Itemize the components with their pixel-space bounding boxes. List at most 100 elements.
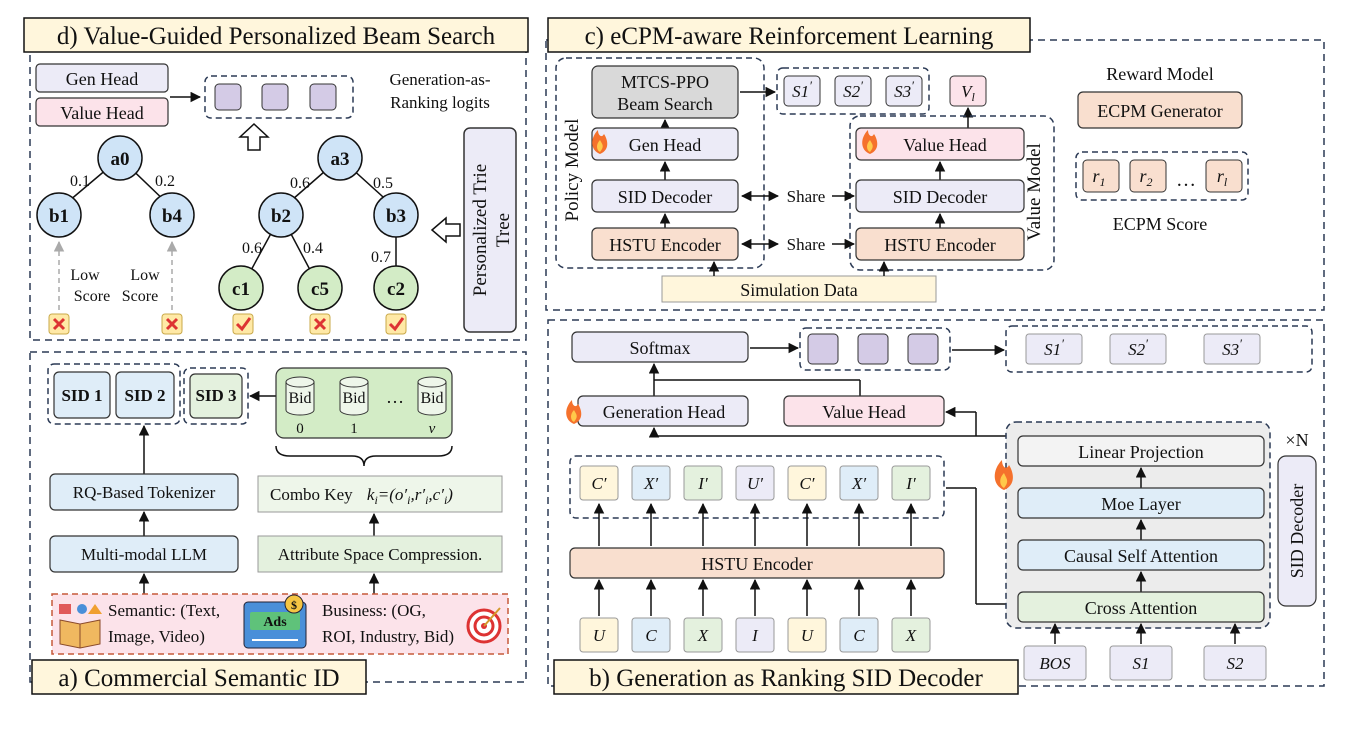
gen-head-label-c: Gen Head <box>629 135 701 155</box>
fire-icon <box>566 400 582 424</box>
trie-box <box>463 127 517 333</box>
svg-text:S1′: S1′ <box>792 78 812 101</box>
query-s1-box <box>1109 645 1173 681</box>
ads-icon-label: Ads <box>263 615 287 630</box>
bid-dots: … <box>386 387 404 407</box>
node-b3 <box>373 192 419 238</box>
times-n-label: ×N <box>1285 430 1308 450</box>
sid12-group <box>47 363 181 425</box>
node-b3-label: b3 <box>386 206 406 227</box>
edge-a3-b2: 0.6 <box>290 175 310 192</box>
bid-index-1: 1 <box>350 421 358 437</box>
v-l-label: Vl <box>961 82 975 104</box>
bid-cylinder-v: Bid <box>417 376 447 416</box>
sid-decoder-side-label: SID Decoder <box>1287 484 1307 578</box>
fire-icon <box>592 130 608 154</box>
panel-a-title: a) Commercial Semantic ID <box>58 665 339 692</box>
token-output-label: C′ <box>799 474 814 493</box>
node-a3-label: a3 <box>331 149 350 170</box>
hstu-right-label: HSTU Encoder <box>884 235 995 255</box>
rq-tokenizer-box <box>49 473 239 511</box>
rq-tokenizer-label: RQ-Based Tokenizer <box>73 483 216 502</box>
mtcs-label-2: Beam Search <box>617 94 712 114</box>
ecpm-generator-box <box>1077 91 1243 129</box>
token-output-label: X′ <box>643 474 658 493</box>
left-hollow-arrow <box>430 216 461 244</box>
token-input-3: I <box>735 617 775 653</box>
softmax-out-1 <box>807 333 839 365</box>
panel-d: d) Value-Guided Personalized Beam Search… <box>23 17 529 341</box>
logit-square-1 <box>214 83 242 111</box>
semantic-label-1: Semantic: (Text, <box>108 601 220 620</box>
panel-c-title-box <box>547 17 1031 53</box>
ecpm-score-label: ECPM Score <box>1113 214 1208 234</box>
token-output-5: X′ <box>839 465 879 501</box>
token-output-label: C′ <box>591 474 606 493</box>
token-output-6: I′ <box>891 465 931 501</box>
low-score-2b: Score <box>122 288 158 305</box>
svg-text:rl: rl <box>1217 166 1228 189</box>
token-input-label: U <box>593 626 607 645</box>
token-input-1: C <box>631 617 671 653</box>
hstu-b-box <box>569 547 945 579</box>
sid-output-s1: S1′ <box>1025 333 1083 365</box>
node-a0 <box>97 135 143 181</box>
compression-box <box>257 535 503 573</box>
check-icon <box>385 313 407 335</box>
low-score-2a: Low <box>130 267 160 284</box>
token-input-label: I <box>751 626 759 645</box>
token-input-label: U <box>801 626 815 645</box>
reward-scores-group <box>1075 151 1249 201</box>
query-s2-label: S2 <box>1227 654 1245 673</box>
gen-head-label: Gen Head <box>66 69 138 89</box>
token-arrows <box>593 502 917 616</box>
token-output-2: I′ <box>683 465 723 501</box>
moe-box <box>1017 487 1265 519</box>
token-output-group <box>569 455 945 519</box>
sid3-box <box>189 373 243 419</box>
node-a3 <box>317 135 363 181</box>
compression-label: Attribute Space Compression. <box>278 545 482 564</box>
semantic-label-2: Image, Video) <box>108 627 205 646</box>
node-b1 <box>36 192 82 238</box>
bid-cylinder-1: Bid <box>339 376 369 416</box>
value-head-label-c: Value Head <box>903 135 986 155</box>
sid-output-s3: S3′ <box>1203 333 1261 365</box>
simulation-box <box>661 275 937 303</box>
reward-dots: … <box>1176 169 1196 191</box>
panel-d-border <box>29 37 527 341</box>
business-label-1: Business: (OG, <box>322 601 426 620</box>
token-input-6: X <box>891 617 931 653</box>
curly-brace <box>275 445 453 467</box>
cross-icon <box>161 313 183 335</box>
softmax-label: Softmax <box>630 338 691 358</box>
token-output-label: U′ <box>747 474 763 493</box>
edge-b2-c5: 0.4 <box>303 240 323 257</box>
hstu-b-label: HSTU Encoder <box>701 554 812 574</box>
ads-icon: Ads $ <box>243 594 307 649</box>
node-b1-label: b1 <box>49 206 69 227</box>
policy-model-label: Policy Model <box>562 119 583 222</box>
sid3-label: SID 3 <box>195 386 236 405</box>
softmax-out-2 <box>857 333 889 365</box>
sid-output-s2: S2′ <box>1109 333 1167 365</box>
token-output-0: C′ <box>579 465 619 501</box>
bid-index-v: v <box>429 421 436 437</box>
query-s2-box <box>1203 645 1267 681</box>
beam-output-s1: S1′ <box>783 75 821 107</box>
cross-attention-box <box>1017 591 1265 623</box>
target-icon <box>466 607 502 644</box>
node-c1 <box>218 265 264 311</box>
beam-output-group <box>776 67 930 115</box>
node-b4-label: b4 <box>162 206 183 227</box>
edge-a0-b1: 0.1 <box>70 173 90 190</box>
cross-icon <box>48 313 70 335</box>
value-head-box-c <box>855 127 1025 161</box>
sid-decoder-right-box <box>855 179 1025 213</box>
token-input-label: X <box>905 626 917 645</box>
token-top-row: C′ X′ I′ U′ C′ X′ I′ <box>579 465 931 501</box>
reward-rl: rl <box>1205 159 1243 193</box>
node-c5-label: c5 <box>311 279 329 300</box>
panel-d-title-box <box>23 17 529 53</box>
